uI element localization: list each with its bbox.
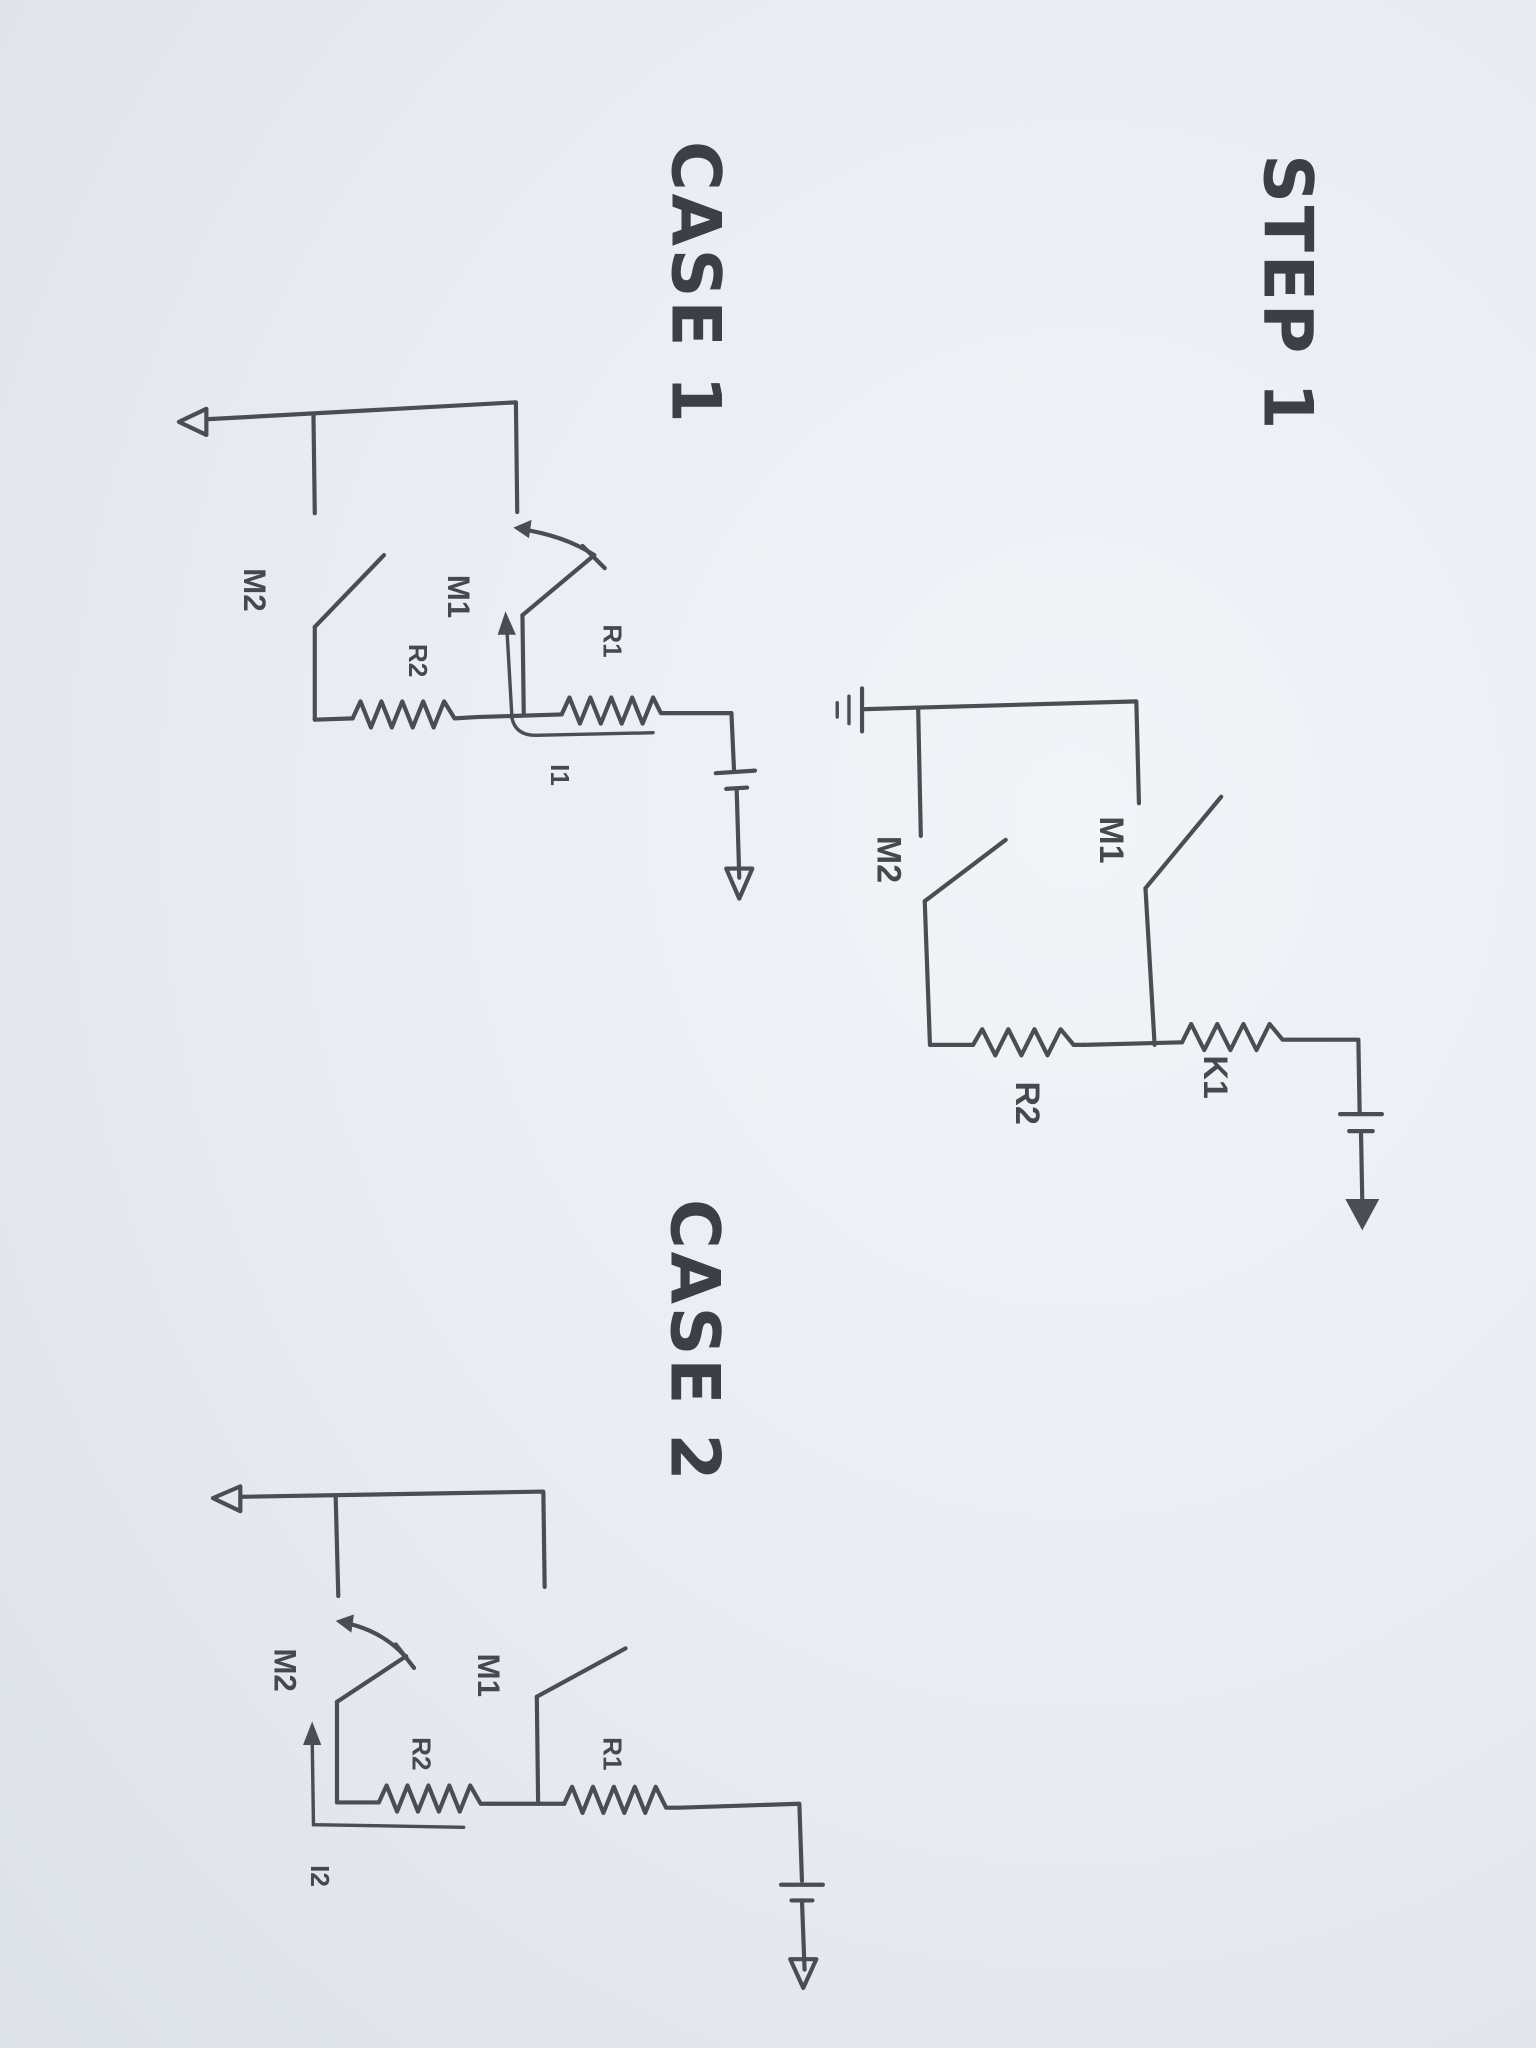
- case2-diagram: CASE 2 M2 M1 R2 R1: [210, 1199, 825, 1991]
- resistor-icon: [559, 695, 671, 726]
- case1-top-rail: [204, 400, 520, 515]
- battery-icon: [713, 768, 758, 880]
- case1-r1-label: R1: [597, 624, 627, 657]
- step1-diagram: STEP 1 M1 M2 R2 K1: [835, 154, 1384, 1231]
- battery-icon: [1337, 1112, 1384, 1204]
- case1-title: CASE 1: [656, 141, 735, 425]
- step1-title: STEP 1: [1247, 154, 1326, 432]
- arrow-left-open-icon: [210, 1484, 243, 1514]
- switch-blade-icon: [520, 553, 597, 618]
- case1-current-label: I1: [545, 764, 575, 786]
- case2-switch-m2: M2: [267, 1614, 417, 1805]
- step1-m1-label: M1: [1092, 816, 1130, 863]
- switch-closing-arrow-icon: [517, 526, 597, 558]
- switch-blade-icon: [334, 1654, 409, 1704]
- resistor-icon: [562, 1784, 682, 1815]
- resistor-icon: [350, 699, 479, 730]
- case2-r1-label: R1: [597, 1737, 627, 1770]
- case1-m2-upper-wire: [311, 413, 317, 516]
- arrow-up-filled-icon: [497, 611, 516, 635]
- arrow-up-filled-icon: [303, 1721, 322, 1745]
- switch-blade-icon: [922, 837, 1008, 904]
- case1-switch-m2: M2: [237, 553, 387, 722]
- case1-switch-m1: M1: [441, 519, 607, 716]
- arrow-down-open-icon: [724, 866, 755, 901]
- ground-icon: [835, 686, 865, 734]
- case2-top-rail: [238, 1489, 547, 1590]
- case2-current-arrow: I2: [303, 1721, 466, 1887]
- case2-m2-upper-wire: [333, 1494, 341, 1599]
- step1-switch-m2: M2: [870, 836, 1008, 1047]
- case2-m2-label: M2: [267, 1648, 302, 1692]
- step1-r2-label: R2: [1008, 1081, 1046, 1124]
- step1-switch-m1: M1: [1092, 794, 1224, 1047]
- case2-r2-label: R2: [407, 1737, 437, 1770]
- arrow-down-open-icon: [788, 1957, 819, 1991]
- case2-m1-label: M1: [471, 1654, 506, 1698]
- case1-current-arrow: I1: [497, 611, 655, 786]
- case1-diagram: CASE 1 M1 M2 R2 R1: [176, 141, 758, 901]
- resistor-icon: [376, 1783, 496, 1814]
- step1-r1-label: K1: [1196, 1055, 1234, 1098]
- resistor-icon: [1179, 1021, 1296, 1053]
- battery-icon: [778, 1882, 825, 1972]
- case1-m1-label: M1: [441, 575, 476, 619]
- arrow-down-filled-icon: [1345, 1199, 1380, 1231]
- resistor-icon: [970, 1027, 1087, 1058]
- case2-switch-m1: M1: [471, 1646, 628, 1806]
- case2-title: CASE 2: [654, 1199, 733, 1483]
- switch-blade-icon: [312, 553, 387, 630]
- step1-top-rail: [859, 699, 1142, 806]
- case2-current-label: I2: [305, 1865, 335, 1887]
- step1-m2-label: M2: [870, 836, 908, 883]
- switch-blade-icon: [534, 1646, 628, 1699]
- arrow-left-open-icon: [176, 406, 209, 438]
- case1-m2-label: M2: [237, 568, 272, 612]
- case1-r2-label: R2: [403, 644, 433, 677]
- switch-blade-icon: [1143, 794, 1224, 891]
- step1-m2-upper-wire: [916, 707, 923, 839]
